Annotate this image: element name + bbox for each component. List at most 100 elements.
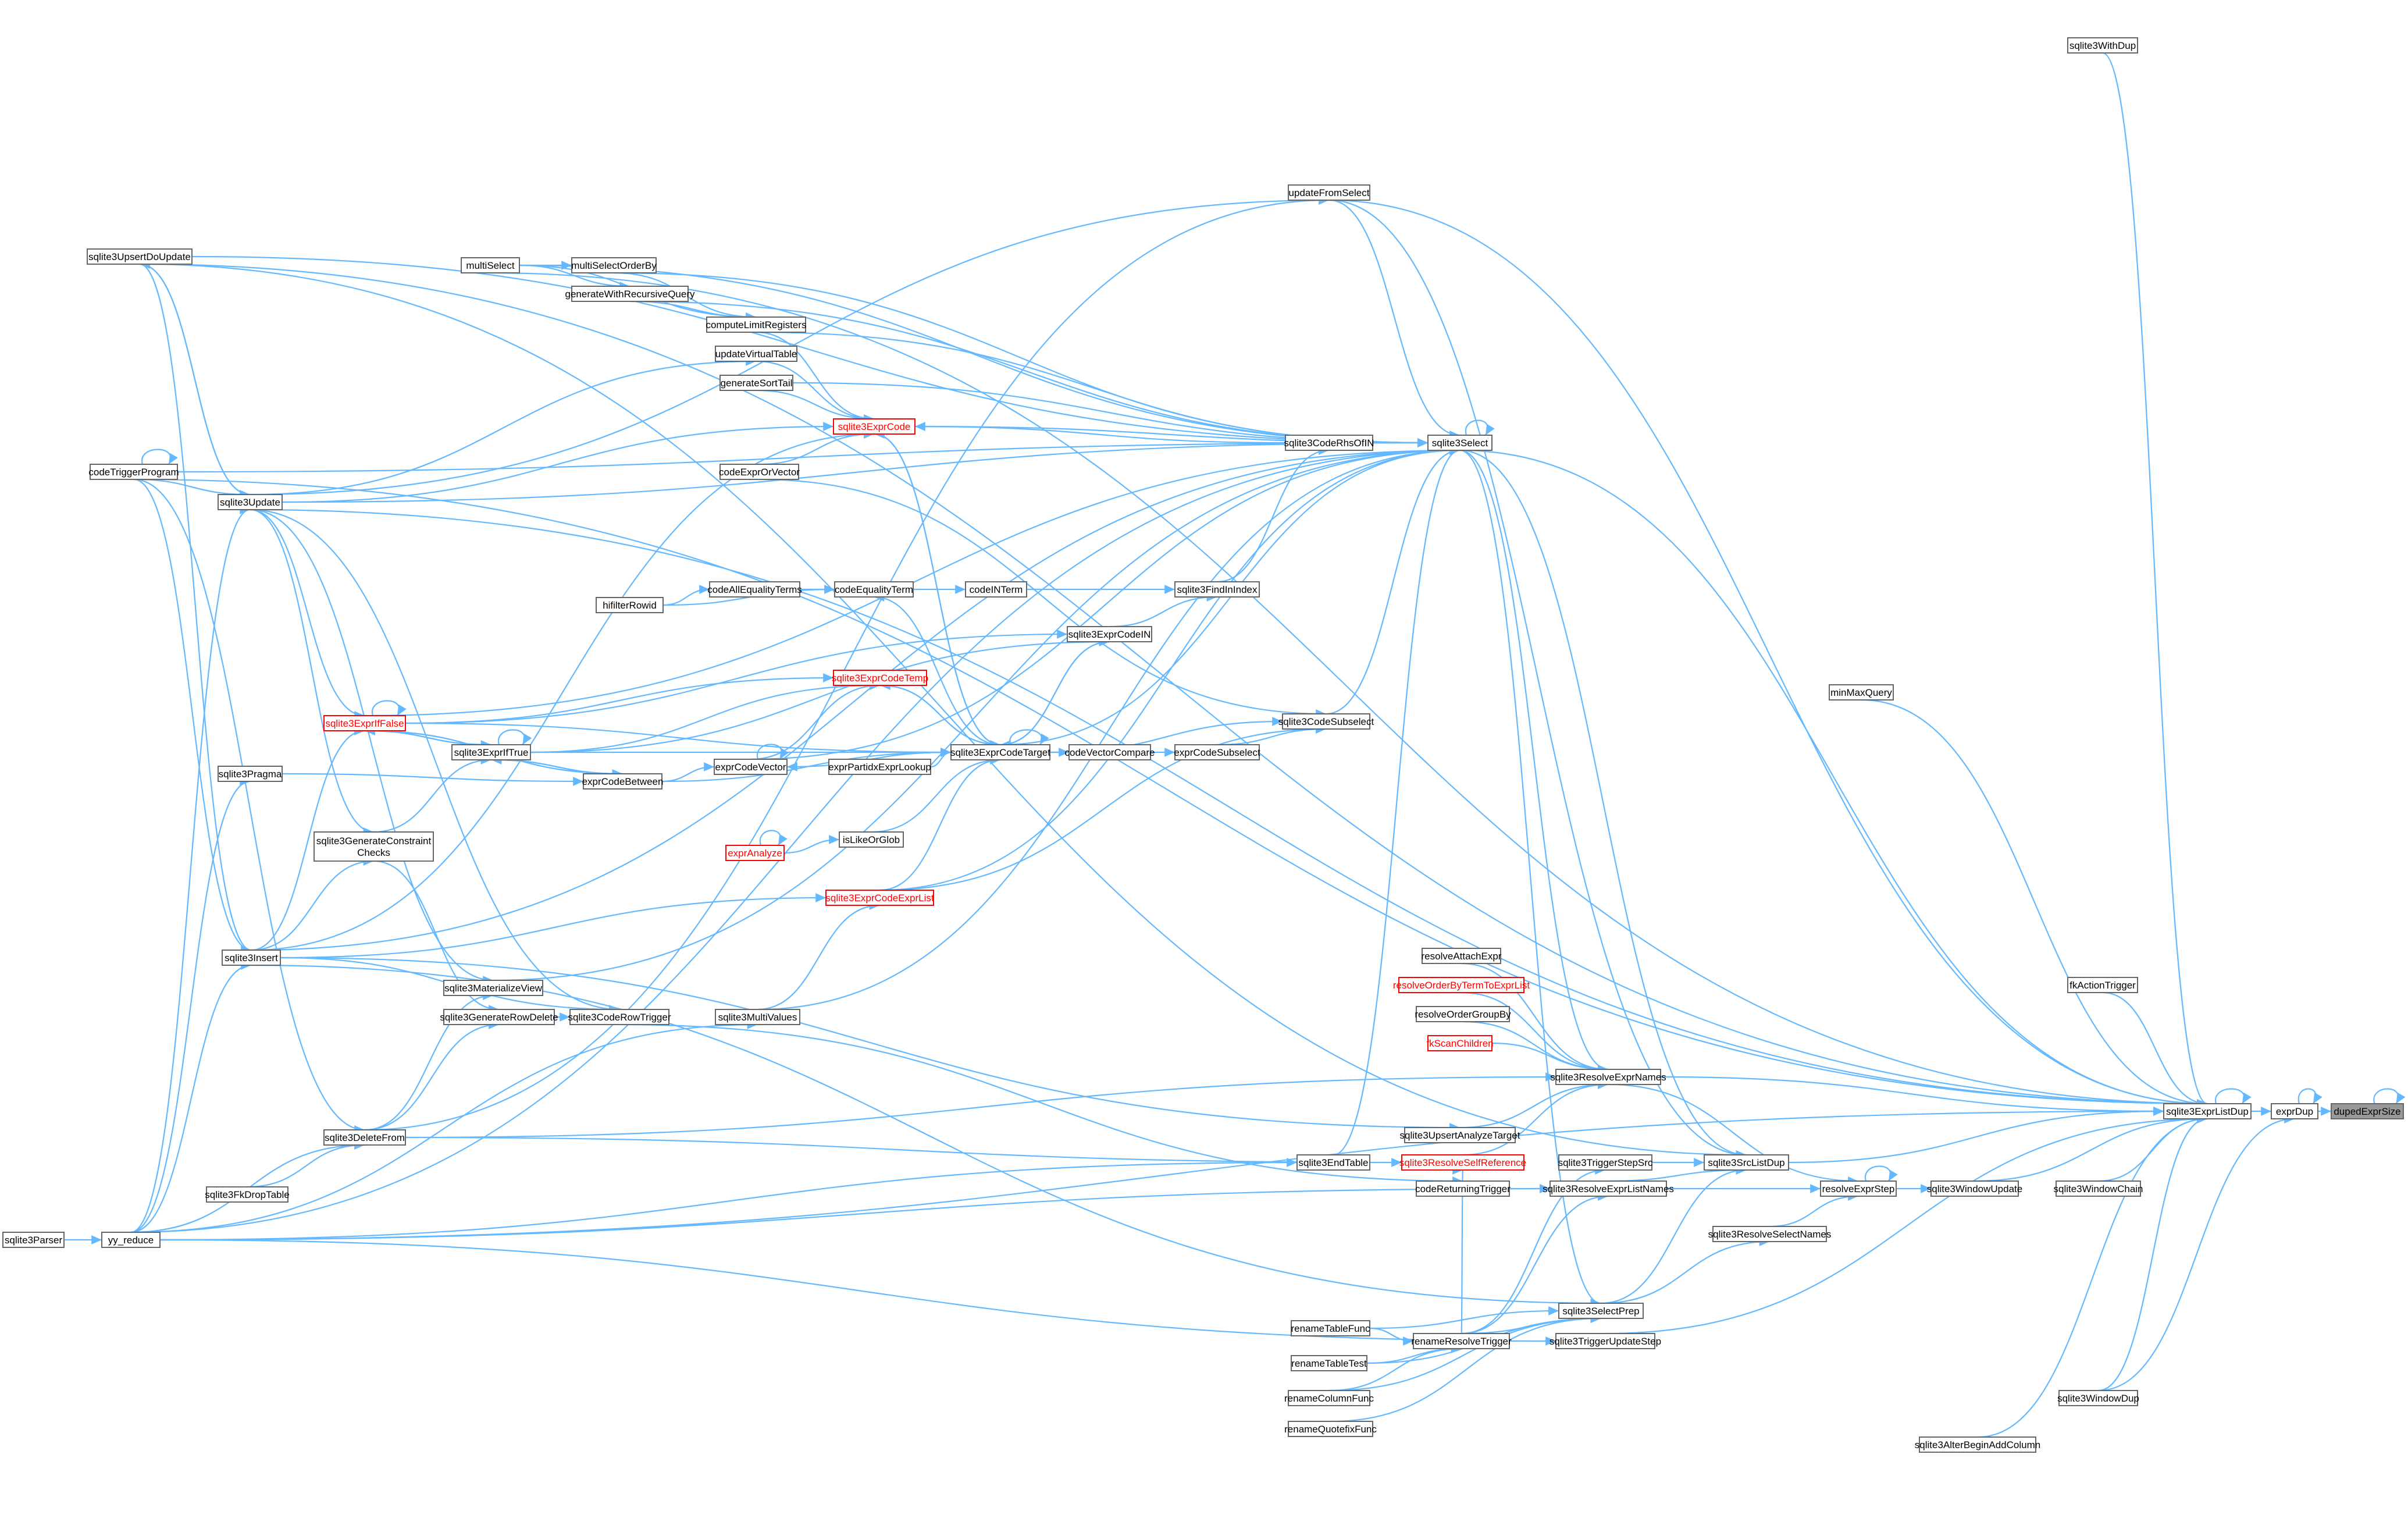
node-label: sqlite3ExprCodeTarget xyxy=(950,747,1050,758)
node-multi-select-order-by[interactable]: multiSelectOrderBy xyxy=(571,257,657,273)
node-resolve-order-group-by[interactable]: resolveOrderGroupBy xyxy=(1415,1006,1511,1022)
node-expr-code-subselect[interactable]: exprCodeSubselect xyxy=(1174,744,1260,760)
node-label: resolveAttachExpr xyxy=(1422,951,1502,962)
node-sqlite3-expr-code-expr-list[interactable]: sqlite3ExprCodeExprList xyxy=(825,890,934,906)
node-resolve-order-by-term-to-expr-list[interactable]: resolveOrderByTermToExprList xyxy=(1393,977,1530,993)
node-resolve-expr-step[interactable]: resolveExprStep xyxy=(1820,1180,1897,1197)
node-label: minMaxQuery xyxy=(1830,687,1892,698)
node-sqlite3-select-prep[interactable]: sqlite3SelectPrep xyxy=(1558,1303,1644,1319)
node-yy-reduce[interactable]: yy_reduce xyxy=(101,1232,161,1248)
node-expr-analyze[interactable]: exprAnalyze xyxy=(725,845,785,861)
node-code-equality-term[interactable]: codeEqualityTerm xyxy=(834,581,914,598)
node-sqlite3-end-table[interactable]: sqlite3EndTable xyxy=(1296,1154,1370,1171)
node-expr-code-between[interactable]: exprCodeBetween xyxy=(582,773,664,790)
edge-expr-analyze-to-is-like-or-glob xyxy=(783,835,840,854)
node-sqlite3-window-update[interactable]: sqlite3WindowUpdate xyxy=(1927,1180,2022,1197)
node-sqlite3-resolve-expr-names[interactable]: sqlite3ResolveExprNames xyxy=(1550,1069,1666,1085)
node-sqlite3-code-subselect[interactable]: sqlite3CodeSubselect xyxy=(1278,713,1374,730)
node-code-trigger-program[interactable]: codeTriggerProgram xyxy=(88,464,179,480)
edge-code-trigger-program-to-sqlite3-expr-list-dup xyxy=(133,478,2208,1108)
node-expr-code-vector[interactable]: exprCodeVector xyxy=(714,759,788,775)
node-sqlite3-pragma[interactable]: sqlite3Pragma xyxy=(218,766,283,782)
node-sqlite3-resolve-expr-list-names[interactable]: sqlite3ResolveExprListNames xyxy=(1543,1180,1674,1197)
node-sqlite3-expr-if-true[interactable]: sqlite3ExprIfTrue xyxy=(451,744,531,760)
node-box xyxy=(715,346,797,362)
node-sqlite3-expr-code-in[interactable]: sqlite3ExprCodeIN xyxy=(1067,626,1152,642)
node-sqlite3-code-rhs-of-in[interactable]: sqlite3CodeRhsOfIN xyxy=(1284,435,1374,451)
node-box xyxy=(1291,1320,1370,1336)
node-rename-resolve-trigger[interactable]: renameResolveTrigger xyxy=(1411,1333,1512,1349)
node-sqlite3-fk-drop-table[interactable]: sqlite3FkDropTable xyxy=(205,1186,290,1203)
node-code-all-equality-terms[interactable]: codeAllEqualityTerms xyxy=(707,581,802,598)
node-label: sqlite3Pragma xyxy=(219,769,282,780)
node-sqlite3-resolve-self-reference[interactable]: sqlite3ResolveSelfReference xyxy=(1399,1154,1526,1171)
node-update-virtual-table[interactable]: updateVirtualTable xyxy=(715,346,797,362)
node-sqlite3-parser[interactable]: sqlite3Parser xyxy=(2,1232,65,1248)
node-rename-column-func[interactable]: renameColumnFunc xyxy=(1284,1390,1374,1406)
edge-sqlite3-expr-list-dup-to-sqlite3-expr-list-dup xyxy=(2215,1088,2252,1104)
edge-generate-with-recursive-query-to-compute-limit-registers xyxy=(629,300,757,322)
node-sqlite3-delete-from[interactable]: sqlite3DeleteFrom xyxy=(323,1129,406,1146)
node-label: codeINTerm xyxy=(970,584,1023,595)
node-sqlite3-trigger-step-src[interactable]: sqlite3TriggerStepSrc xyxy=(1558,1154,1653,1171)
node-code-returning-trigger[interactable]: codeReturningTrigger xyxy=(1415,1180,1511,1197)
node-sqlite3-alter-begin-add-column[interactable]: sqlite3AlterBeginAddColumn xyxy=(1915,1436,2040,1453)
node-update-from-select[interactable]: updateFromSelect xyxy=(1288,184,1370,201)
node-expr-dup[interactable]: exprDup xyxy=(2271,1103,2318,1119)
node-sqlite3-upsert-analyze-target[interactable]: sqlite3UpsertAnalyzeTarget xyxy=(1400,1127,1520,1143)
edge-sqlite3-insert-to-sqlite3-expr-if-false xyxy=(251,726,365,951)
node-expr-partidx-expr-lookup[interactable]: exprPartidxExprLookup xyxy=(828,759,931,775)
edge-sqlite3-delete-from-to-update-from-select xyxy=(364,195,1330,1131)
node-fk-scan-children[interactable]: fkScanChildren xyxy=(1426,1035,1494,1051)
node-sqlite3-expr-code-temp[interactable]: sqlite3ExprCodeTemp xyxy=(832,670,928,686)
edge-sqlite3-update-to-sqlite3-generate-constraint-checks xyxy=(250,509,374,837)
node-sqlite3-find-in-index[interactable]: sqlite3FindInIndex xyxy=(1174,581,1260,598)
node-sqlite3-window-chain[interactable]: sqlite3WindowChain xyxy=(2053,1180,2143,1197)
edge-sqlite3-select-prep-to-sqlite3-src-list-dup xyxy=(1601,1165,1747,1304)
node-generate-sort-tail[interactable]: generateSortTail xyxy=(719,375,793,391)
node-generate-with-recursive-query[interactable]: generateWithRecursiveQuery xyxy=(565,286,695,302)
node-sqlite3-expr-list-dup[interactable]: sqlite3ExprListDup xyxy=(2163,1103,2252,1119)
node-sqlite3-insert[interactable]: sqlite3Insert xyxy=(222,950,281,966)
node-sqlite3-with-dup[interactable]: sqlite3WithDup xyxy=(2067,37,2138,54)
node-code-expr-or-vector[interactable]: codeExprOrVector xyxy=(719,464,800,480)
node-sqlite3-code-row-trigger[interactable]: sqlite3CodeRowTrigger xyxy=(568,1009,671,1025)
node-label: sqlite3CodeRowTrigger xyxy=(568,1012,671,1023)
node-label: exprPartidxExprLookup xyxy=(828,762,931,773)
edge-sqlite3-insert-to-sqlite3-select xyxy=(251,446,1461,951)
node-compute-limit-registers[interactable]: computeLimitRegisters xyxy=(706,317,807,333)
edge-sqlite3-select-to-sqlite3-resolve-expr-names xyxy=(1459,449,1609,1074)
node-sqlite3-update[interactable]: sqlite3Update xyxy=(218,494,283,510)
node-min-max-query[interactable]: minMaxQuery xyxy=(1829,684,1894,701)
node-expr-code-vector-compare[interactable]: codeVectorCompare xyxy=(1065,744,1155,760)
node-sqlite3-trigger-update-step[interactable]: sqlite3TriggerUpdateStep xyxy=(1549,1333,1661,1349)
node-sqlite3-expr-code[interactable]: sqlite3ExprCode xyxy=(833,418,916,435)
node-sqlite3-multi-values[interactable]: sqlite3MultiValues xyxy=(715,1009,800,1025)
node-box xyxy=(451,744,531,760)
node-rename-table-func[interactable]: renameTableFunc xyxy=(1291,1320,1370,1336)
node-is-like-or-glob[interactable]: isLikeOrGlob xyxy=(839,831,904,848)
node-rename-quotefix-func[interactable]: renameQuotefixFunc xyxy=(1284,1421,1377,1437)
node-sqlite3-select[interactable]: sqlite3Select xyxy=(1427,435,1492,451)
edge-rename-quotefix-func-to-sqlite3-select-prep xyxy=(1330,1314,1601,1423)
node-multi-select[interactable]: multiSelect xyxy=(461,257,520,273)
node-sqlite3-window-dup[interactable]: sqlite3WindowDup xyxy=(2057,1390,2139,1406)
edge-yy-reduce-to-sqlite3-expr-list-dup xyxy=(159,1107,2164,1241)
node-rename-table-test[interactable]: renameTableTest xyxy=(1291,1355,1367,1371)
node-sqlite3-src-list-dup[interactable]: sqlite3SrcListDup xyxy=(1704,1154,1789,1171)
edge-sqlite3-update-to-sqlite3-expr-if-false xyxy=(250,509,365,720)
node-code-interm[interactable]: codeINTerm xyxy=(965,581,1027,598)
node-sqlite3-upsert-do-update[interactable]: sqlite3UpsertDoUpdate xyxy=(87,248,193,265)
node-duplicate-size[interactable]: dupedExprSize xyxy=(2331,1103,2404,1119)
node-where-rowid[interactable]: hifilterRowid xyxy=(596,597,664,613)
node-box xyxy=(101,1232,161,1248)
node-sqlite3-materialize-view[interactable]: sqlite3MaterializeView xyxy=(443,980,543,996)
node-sqlite3-expr-code-target[interactable]: sqlite3ExprCodeTarget xyxy=(950,744,1050,760)
node-sqlite3-expr-if-false[interactable]: sqlite3ExprIfFalse xyxy=(323,715,406,731)
node-resolve-attach-expr[interactable]: resolveAttachExpr xyxy=(1422,948,1502,964)
node-sqlite3-generate-row-delete[interactable]: sqlite3GenerateRowDelete xyxy=(440,1009,558,1025)
node-fk-action-trigger[interactable]: fkActionTrigger xyxy=(2067,977,2138,993)
node-sqlite3-resolve-select-names[interactable]: sqlite3ResolveSelectNames xyxy=(1708,1226,1832,1242)
node-label: fkScanChildren xyxy=(1426,1038,1493,1049)
